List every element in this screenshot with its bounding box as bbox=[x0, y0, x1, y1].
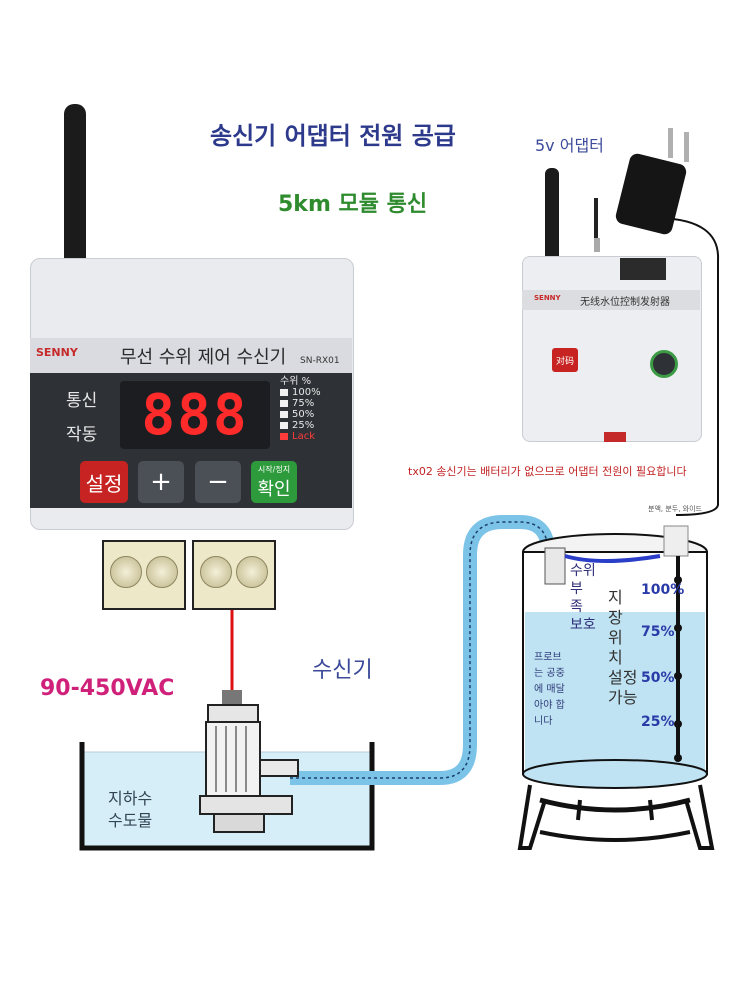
led-display: 888 bbox=[120, 381, 270, 449]
level-led bbox=[280, 421, 288, 429]
level-led bbox=[280, 410, 288, 418]
transmitter-terminal bbox=[620, 258, 666, 280]
ground-water-basin bbox=[79, 742, 375, 851]
probe-head bbox=[663, 525, 689, 557]
transmitter-device bbox=[522, 256, 702, 442]
plus-button[interactable]: + bbox=[138, 461, 184, 503]
receiver-model: SN-RX01 bbox=[300, 356, 340, 366]
screw-icon bbox=[110, 556, 142, 588]
transmitter-title: 无线水位控制发射器 bbox=[580, 297, 670, 308]
water-source-label: 지하수 수도물 bbox=[108, 789, 153, 830]
level-item: 25% bbox=[280, 420, 321, 431]
probe-note: 프로브 는 공중 에 매달 아야 합 니다 bbox=[534, 652, 565, 727]
minus-button[interactable]: − bbox=[195, 461, 241, 503]
level-led bbox=[280, 399, 288, 407]
run-indicator-label: 작동 bbox=[66, 425, 98, 445]
level-item: 75% bbox=[280, 398, 321, 409]
water-pump bbox=[199, 690, 299, 833]
confirm-button[interactable]: 시작/정지 확인 bbox=[251, 461, 297, 503]
tank-percent-100: 100% bbox=[641, 582, 685, 598]
adapter-cable bbox=[659, 217, 720, 516]
page-subheadline: 5km 모듈 통신 bbox=[278, 192, 428, 217]
receiver-brand: SENNY bbox=[36, 346, 78, 359]
start-stop-label: 시작/정지 bbox=[257, 464, 291, 474]
receiver-caption: 수신기 bbox=[312, 658, 373, 683]
pair-button[interactable]: 对码 bbox=[552, 348, 578, 372]
transmitter-bottom-clip bbox=[604, 432, 626, 442]
set-button[interactable]: 설정 bbox=[80, 461, 128, 503]
transmitter-antenna bbox=[545, 168, 559, 280]
confirm-label: 확인 bbox=[257, 478, 291, 500]
tank-position-label: 지 장 위 치 설정 가능 bbox=[608, 588, 638, 707]
tank-percent-75: 75% bbox=[641, 624, 675, 640]
screw-icon bbox=[200, 556, 232, 588]
storage-tank bbox=[517, 525, 715, 850]
tank-low-protect-label: 수위 부 족 보호 bbox=[570, 563, 596, 633]
water-pipe-outline bbox=[290, 521, 549, 779]
level-item: 50% bbox=[280, 409, 321, 420]
level-indicator-list: 수위 % 100% 75% 50% 25% Lack bbox=[280, 376, 321, 442]
lack-led bbox=[280, 432, 288, 440]
water-pipe bbox=[290, 515, 555, 785]
transmitter-label-strip bbox=[522, 290, 700, 310]
level-item: 100% bbox=[280, 387, 321, 398]
level-header: 수위 % bbox=[280, 376, 312, 387]
tank-percent-25: 25% bbox=[641, 714, 675, 730]
receiver-label-strip bbox=[30, 338, 352, 374]
level-led bbox=[280, 388, 288, 396]
page-headline: 송신기 어댑터 전원 공급 bbox=[210, 122, 456, 150]
adapter-label: 5v 어댑터 bbox=[535, 136, 604, 155]
comm-indicator-label: 통신 bbox=[66, 391, 98, 411]
transmitter-knob[interactable] bbox=[650, 350, 678, 378]
transmitter-note: tx02 송신기는 배터리가 없으므로 어댑터 전원이 필요합니다 bbox=[408, 465, 687, 478]
led-digits: 888 bbox=[141, 382, 249, 448]
tank-percent-50: 50% bbox=[641, 670, 675, 686]
power-adapter bbox=[594, 128, 689, 252]
tank-inlet bbox=[544, 547, 566, 585]
receiver-antenna bbox=[64, 104, 86, 292]
transmitter-brand: SENNY bbox=[534, 294, 561, 302]
voltage-label: 90-450VAC bbox=[40, 676, 175, 701]
receiver-title: 무선 수위 제어 수신기 bbox=[120, 347, 287, 368]
probe-top-label: 분액, 분두, 와이드 bbox=[648, 505, 702, 513]
screw-icon bbox=[236, 556, 268, 588]
screw-icon bbox=[146, 556, 178, 588]
level-item: Lack bbox=[280, 431, 321, 442]
